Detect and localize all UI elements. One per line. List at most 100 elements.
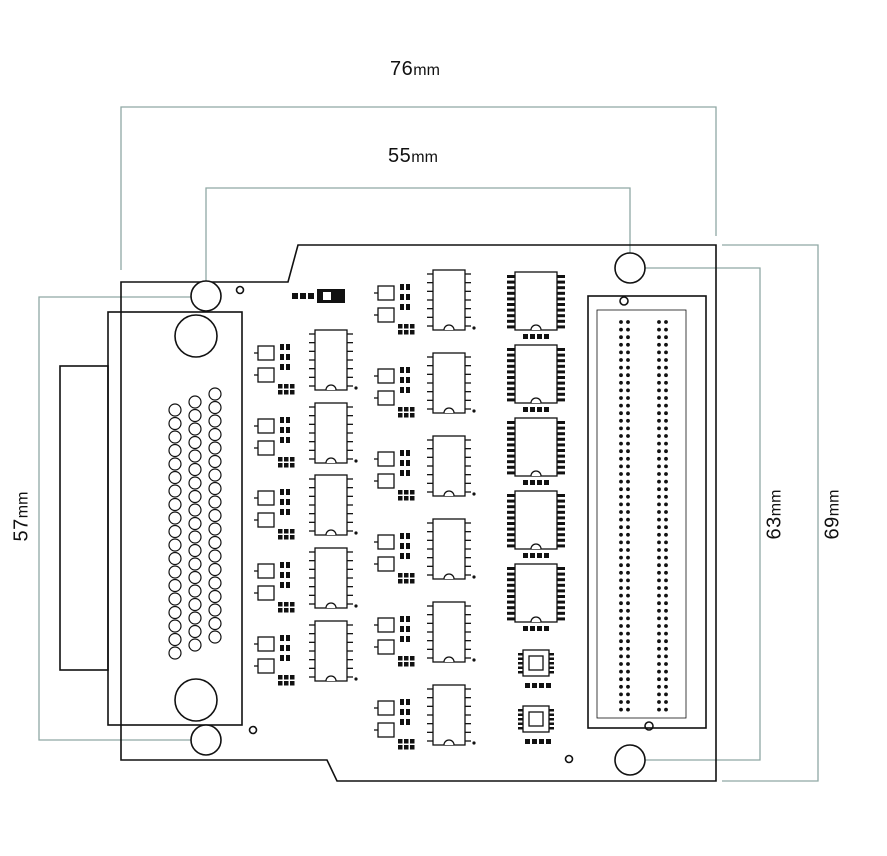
header-pin [626,342,630,347]
soic-ic [507,417,565,485]
header-pin [664,327,668,332]
qfn-pin [518,709,523,712]
header-pin [664,487,668,492]
header-connector [587,295,707,729]
dsub-pin [188,530,202,544]
soic-pin [507,617,515,621]
dsub-pin [208,414,222,428]
dsub-pin [208,562,222,577]
header-pin [664,593,668,598]
header-pin [626,373,630,378]
header-pin [626,418,630,423]
soic-pin [557,494,565,497]
pad [290,457,295,462]
dsub-pin [188,543,202,558]
dim-value: 63 [763,516,786,540]
resistor [377,307,395,323]
pad [286,582,290,588]
header-pin [619,327,623,332]
header-pin [626,654,630,659]
header-pin [664,358,668,362]
dsub-pin [188,557,202,571]
soic-pin [557,567,565,570]
soic-pin [507,578,515,582]
soic-body [514,344,558,404]
soic-pin [507,600,515,604]
ic-dot [472,409,476,413]
ic-body [432,518,466,580]
header-pin [664,646,668,651]
pad [410,496,415,501]
header-pin [664,380,668,385]
header-pin [619,388,623,393]
mount-hole-top-right [614,252,646,284]
pad [398,579,403,584]
soic-pin [557,583,565,587]
dip-ic [309,547,358,609]
pad [286,354,290,360]
header-pin [626,472,630,476]
dim-line-69mm [722,244,819,782]
ic-body [432,684,466,746]
dip-ic [427,269,476,331]
header-pin [619,662,623,666]
ic-notch [443,407,455,414]
resistor [257,345,275,361]
header-pin [619,700,623,704]
pad [280,437,284,443]
header-pin [657,608,661,613]
pad [404,496,409,501]
dsub-pin [168,430,182,444]
resistor [257,563,275,579]
header-pin [626,624,630,628]
header-pin [657,631,661,636]
header-pin [664,494,668,499]
soic-pin [557,595,565,598]
dsub-pin [208,468,222,482]
passive-cluster [254,417,295,468]
header-pin [619,616,623,621]
header-pin [619,396,623,400]
jumper-pad-2 [300,293,306,299]
dsub-pin [208,576,222,590]
header-pin [619,601,623,606]
soic-pin [557,538,565,542]
pad [410,579,415,584]
soic-notch [530,397,542,404]
header-pin [657,434,661,438]
dsub-pin [168,497,182,512]
header-pin [619,502,623,507]
soic-pin [557,544,565,548]
header-pin [619,578,623,583]
ic-body [432,601,466,663]
header-pin [619,350,623,355]
soic-pin [507,505,515,509]
mount-hole-top-left [190,280,222,312]
soic-pin [557,392,565,396]
dsub-pin [168,551,182,566]
pad [530,553,535,558]
resistor [257,367,275,383]
header-pin [619,487,623,492]
pad [544,334,549,339]
header-pin [657,464,661,469]
pad [290,529,295,534]
passive-cluster [254,344,295,395]
dim-label-57mm: 57mm [10,492,33,542]
header-pin [619,608,623,613]
soic-pin [557,381,565,385]
resistor [257,658,275,674]
header-pin [664,510,668,514]
pad [406,450,410,456]
qfn-ic [518,649,554,688]
soic-pin [557,359,565,363]
pad [280,417,284,423]
qfn-pin [549,727,554,730]
pad [525,683,530,688]
dip-ic [427,518,476,580]
pad [400,460,404,466]
dsub-pin [168,565,182,579]
header-pin [657,525,661,530]
pad [284,390,289,395]
header-pin [664,441,668,446]
